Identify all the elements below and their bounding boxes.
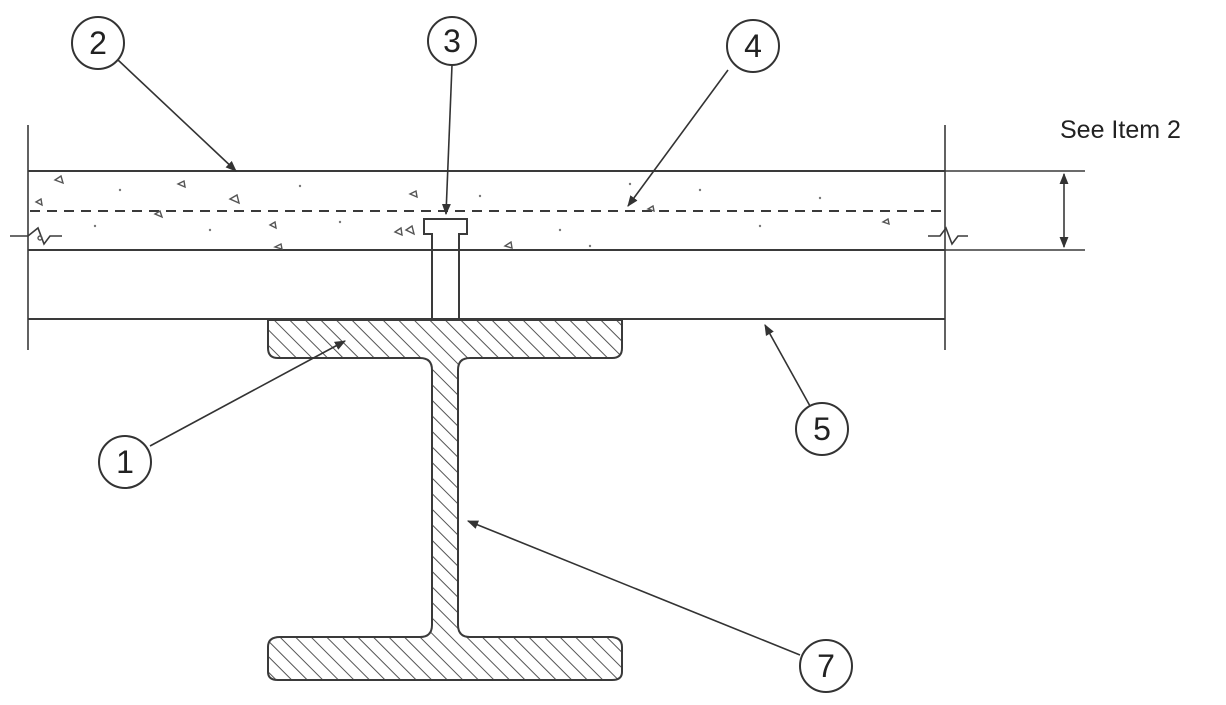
leader-7 [466, 520, 801, 656]
callout-7-label: 7 [817, 648, 835, 684]
callout-2-label: 2 [89, 25, 107, 61]
leader-2 [117, 59, 237, 172]
leader-3 [441, 64, 453, 216]
callout-7: 7 [799, 639, 853, 693]
callout-4: 4 [726, 19, 780, 73]
callout-3-label: 3 [443, 23, 461, 59]
leader-4 [627, 69, 729, 207]
callout-1: 1 [98, 435, 152, 489]
left-break-mark [10, 226, 62, 246]
concrete-dots [93, 182, 822, 248]
callout-1-label: 1 [116, 444, 134, 480]
leader-5 [764, 324, 811, 407]
callout-2: 2 [71, 16, 125, 70]
steel-i-beam [267, 319, 623, 681]
concrete-slab [10, 170, 968, 251]
concrete-aggregate [34, 174, 890, 250]
leader-lines [117, 59, 811, 656]
callout-5-label: 5 [813, 411, 831, 447]
callout-3: 3 [427, 16, 477, 66]
right-break-mark [928, 226, 968, 246]
see-item-note: See Item 2 [1060, 116, 1181, 144]
leader-1 [149, 340, 346, 447]
callout-4-label: 4 [744, 28, 762, 64]
shear-stud [423, 218, 468, 318]
callout-5: 5 [795, 402, 849, 456]
